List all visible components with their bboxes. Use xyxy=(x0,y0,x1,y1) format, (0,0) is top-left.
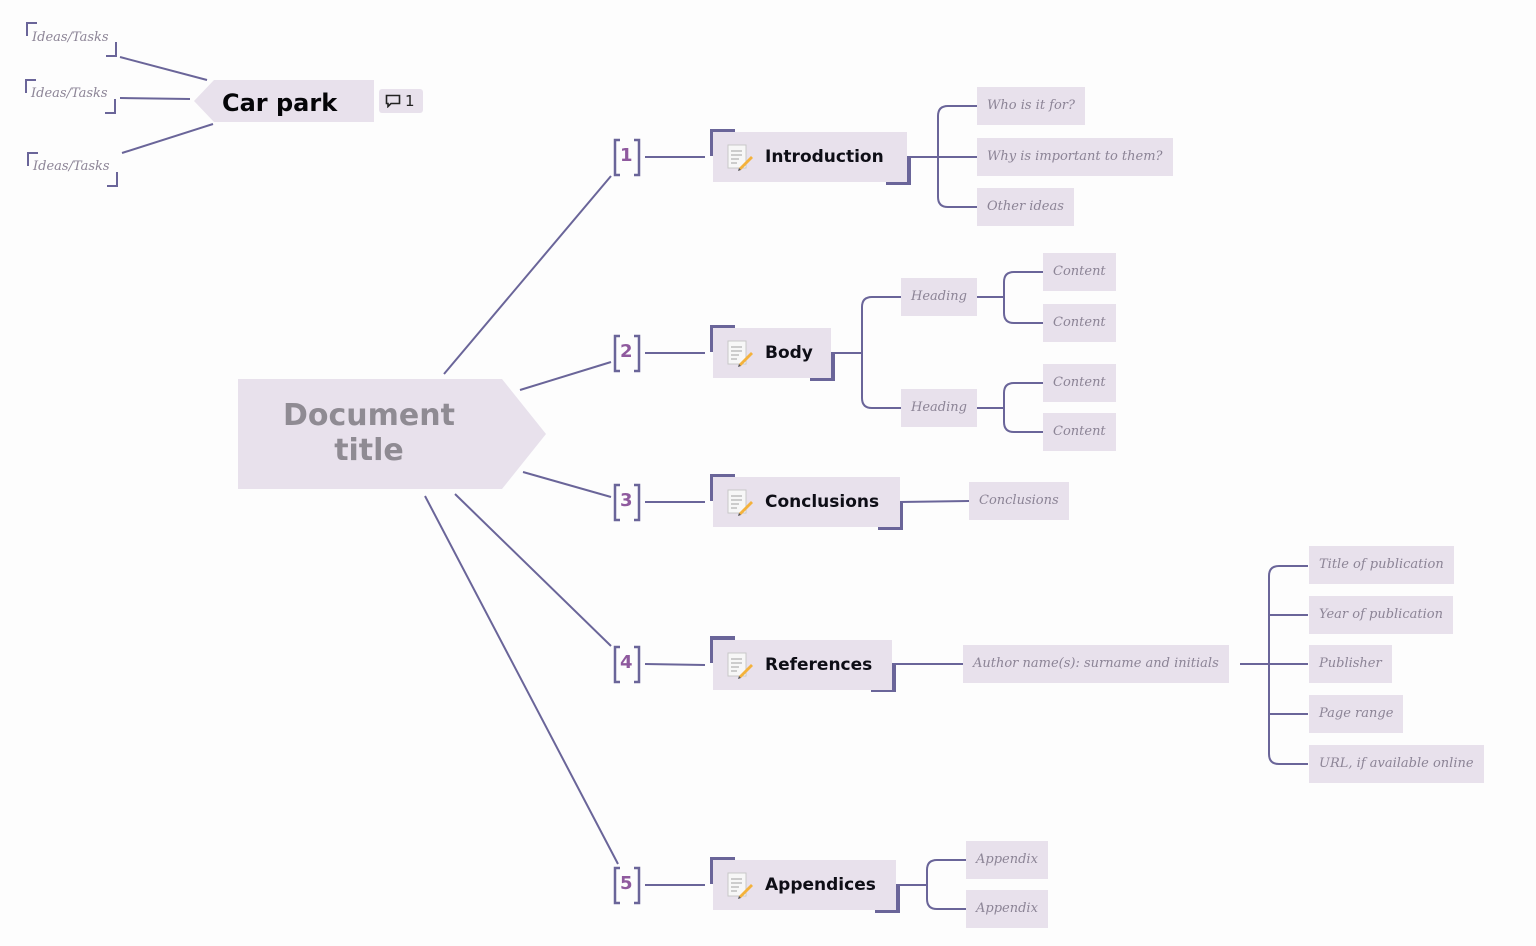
comment-icon xyxy=(385,94,401,108)
comment-badge[interactable]: 1 xyxy=(379,89,423,113)
references-detail-2[interactable]: Year of publication xyxy=(1309,596,1453,634)
central-topic[interactable]: Document title xyxy=(238,398,500,468)
section-number-5: 5 xyxy=(620,873,633,894)
intro-child-2[interactable]: Why is important to them? xyxy=(977,138,1173,176)
topic-label: Introduction xyxy=(765,147,884,167)
body-content-1[interactable]: Content xyxy=(1043,253,1116,291)
central-topic-line2: title xyxy=(334,433,404,468)
references-author[interactable]: Author name(s): surname and initials xyxy=(963,645,1229,683)
topic-label: Conclusions xyxy=(765,492,880,512)
body-content-2[interactable]: Content xyxy=(1043,304,1116,342)
references-detail-3[interactable]: Publisher xyxy=(1309,645,1392,683)
section-number-4: 4 xyxy=(620,652,633,673)
topic-introduction[interactable]: Introduction xyxy=(713,132,907,182)
intro-child-3[interactable]: Other ideas xyxy=(977,188,1074,226)
section-number-2: 2 xyxy=(620,341,633,362)
topic-label: Appendices xyxy=(765,875,876,895)
car-park-topic[interactable]: Car park xyxy=(222,89,338,117)
topic-label: Body xyxy=(765,343,813,363)
intro-child-1[interactable]: Who is it for? xyxy=(977,87,1085,125)
references-detail-1[interactable]: Title of publication xyxy=(1309,546,1454,584)
topic-conclusions[interactable]: Conclusions xyxy=(713,477,900,527)
document-edit-icon xyxy=(727,872,753,899)
topic-body[interactable]: Body xyxy=(713,328,831,378)
document-edit-icon xyxy=(727,144,753,171)
section-number-3: 3 xyxy=(620,490,633,511)
body-heading-1[interactable]: Heading xyxy=(901,278,977,316)
comment-count: 1 xyxy=(405,92,415,110)
section-number-1: 1 xyxy=(620,145,633,166)
document-edit-icon xyxy=(727,340,753,367)
document-edit-icon xyxy=(727,489,753,516)
body-content-4[interactable]: Content xyxy=(1043,413,1116,451)
topic-references[interactable]: References xyxy=(713,640,892,690)
references-detail-4[interactable]: Page range xyxy=(1309,695,1404,733)
topic-appendices[interactable]: Appendices xyxy=(713,860,896,910)
appendix-2[interactable]: Appendix xyxy=(966,890,1048,928)
idea-task-1[interactable]: Ideas/Tasks xyxy=(32,30,109,45)
document-edit-icon xyxy=(727,652,753,679)
topic-label: References xyxy=(765,655,873,675)
references-detail-5[interactable]: URL, if available online xyxy=(1309,745,1484,783)
conclusions-child[interactable]: Conclusions xyxy=(969,482,1069,520)
central-topic-line1: Document xyxy=(283,398,455,433)
idea-task-3[interactable]: Ideas/Tasks xyxy=(33,159,110,174)
body-content-3[interactable]: Content xyxy=(1043,364,1116,402)
appendix-1[interactable]: Appendix xyxy=(966,841,1048,879)
body-heading-2[interactable]: Heading xyxy=(901,389,977,427)
idea-task-2[interactable]: Ideas/Tasks xyxy=(31,86,108,101)
